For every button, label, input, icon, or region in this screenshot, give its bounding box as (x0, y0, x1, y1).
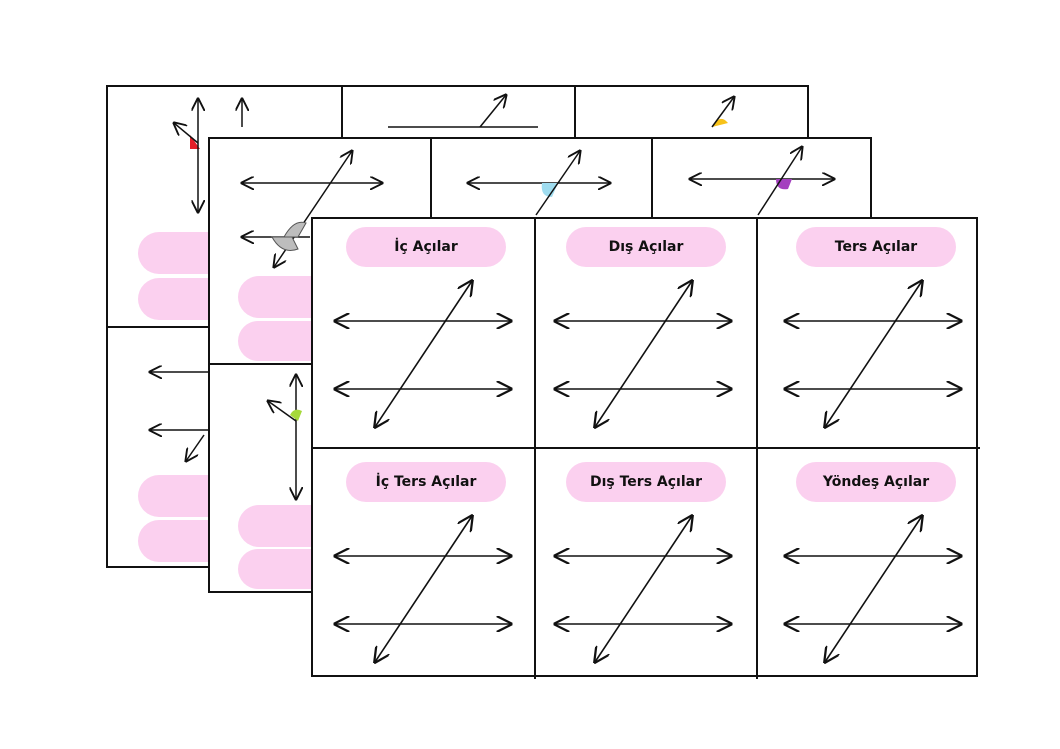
gray-angle-mark-2 (271, 236, 299, 251)
card-2-title: Dış Açılar (566, 227, 726, 267)
card-5-diagram (555, 516, 731, 662)
worksheet-front-drawing (313, 219, 980, 679)
worksheet-front: İç Açılar Dış Açılar Ters Açılar İç Ters… (311, 217, 980, 679)
gray-angle-mark-1 (283, 221, 307, 238)
card-3-diagram (785, 281, 961, 427)
card-6-diagram (785, 516, 961, 662)
card-6-title: Yöndeş Açılar (796, 462, 956, 502)
card-4-title: İç Ters Açılar (346, 462, 506, 502)
card-1-diagram (335, 281, 511, 427)
yellow-angle-mark (712, 118, 728, 127)
card-2-diagram (555, 281, 731, 427)
lime-angle-mark (290, 409, 302, 421)
card-1-title: İç Açılar (346, 227, 506, 267)
card-3-title: Ters Açılar (796, 227, 956, 267)
cyan-angle-mark (541, 183, 558, 197)
card-5-title: Dış Ters Açılar (566, 462, 726, 502)
card-4-diagram (335, 516, 511, 662)
